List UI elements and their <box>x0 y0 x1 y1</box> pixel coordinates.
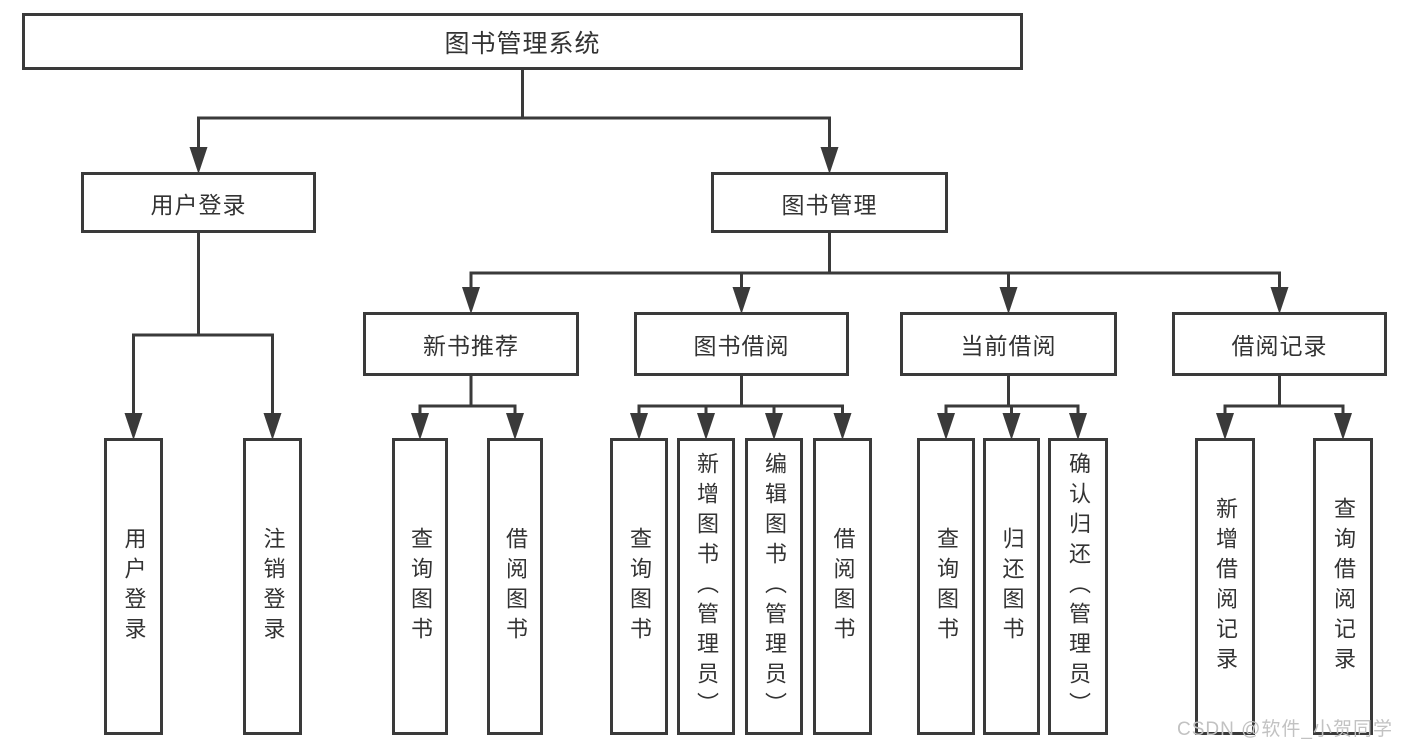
node-logout: 注销登录 <box>243 438 302 735</box>
arrowhead-down-icon <box>1270 287 1289 314</box>
node-borrow-books-borrowing: 借阅图书 <box>813 438 872 735</box>
arrowhead-down-icon <box>630 413 648 440</box>
node-label-query-books-recommend: 查询图书 <box>408 526 433 647</box>
arrowhead-down-icon <box>765 413 783 440</box>
arrowhead-down-icon <box>462 287 480 314</box>
arrowhead-down-icon <box>937 413 955 440</box>
node-label-borrowing-records: 借阅记录 <box>1231 333 1328 359</box>
node-label-query-borrow-record: 查询借阅记录 <box>1331 496 1356 677</box>
arrowhead-down-icon <box>411 413 429 440</box>
arrowhead-down-icon <box>1069 413 1087 440</box>
node-user-login: 用户登录 <box>81 172 316 233</box>
arrowhead-down-icon <box>1216 413 1234 440</box>
watermark: CSDN @软件_小贺同学 <box>1177 719 1393 740</box>
node-label-new-book-recommend: 新书推荐 <box>423 333 519 359</box>
node-label-edit-books-admin: 编辑图书（管理员） <box>762 451 787 722</box>
node-book-management-system: 图书管理系统 <box>22 13 1023 70</box>
node-query-borrow-record: 查询借阅记录 <box>1313 438 1373 735</box>
node-label-borrow-books-borrowing: 借阅图书 <box>830 526 856 647</box>
node-label-add-books-admin: 新增图书（管理员） <box>694 451 719 722</box>
node-new-book-recommend: 新书推荐 <box>363 312 579 376</box>
node-label-add-borrow-record: 新增借阅记录 <box>1213 496 1238 677</box>
node-book-borrowing: 图书借阅 <box>634 312 849 376</box>
node-query-books-recommend: 查询图书 <box>392 438 448 735</box>
node-label-current-borrowing: 当前借阅 <box>960 333 1057 359</box>
node-confirm-return-admin: 确认归还（管理员） <box>1048 438 1108 735</box>
arrowhead-down-icon <box>124 413 143 440</box>
node-query-books-current: 查询图书 <box>917 438 975 735</box>
node-label-borrow-books-recommend: 借阅图书 <box>503 526 528 647</box>
node-label-book-management-system: 图书管理系统 <box>444 29 601 58</box>
arrowhead-down-icon <box>999 287 1018 314</box>
node-label-query-books-borrowing: 查询图书 <box>627 526 652 647</box>
arrowhead-down-icon <box>1002 413 1021 440</box>
arrowhead-down-icon <box>732 287 751 314</box>
arrowhead-down-icon <box>1334 413 1352 440</box>
node-label-logout: 注销登录 <box>260 526 286 647</box>
arrowhead-down-icon <box>820 147 839 174</box>
node-label-book-borrowing: 图书借阅 <box>693 333 790 359</box>
arrowhead-down-icon <box>263 413 282 440</box>
arrowhead-down-icon <box>189 147 208 174</box>
arrowhead-down-icon <box>833 413 852 440</box>
node-return-books: 归还图书 <box>983 438 1040 735</box>
node-label-book-management: 图书管理 <box>781 191 878 218</box>
node-borrow-books-recommend: 借阅图书 <box>487 438 543 735</box>
arrowhead-down-icon <box>506 413 524 440</box>
node-user-login-leaf: 用户登录 <box>104 438 163 735</box>
node-label-query-books-current: 查询图书 <box>934 526 959 647</box>
node-borrowing-records: 借阅记录 <box>1172 312 1387 376</box>
node-add-books-admin: 新增图书（管理员） <box>677 438 735 735</box>
node-label-confirm-return-admin: 确认归还（管理员） <box>1066 451 1091 722</box>
node-label-return-books: 归还图书 <box>999 526 1025 647</box>
node-label-user-login-leaf: 用户登录 <box>121 526 147 647</box>
node-query-books-borrowing: 查询图书 <box>610 438 668 735</box>
node-edit-books-admin: 编辑图书（管理员） <box>745 438 803 735</box>
arrowhead-down-icon <box>697 413 715 440</box>
node-current-borrowing: 当前借阅 <box>900 312 1117 376</box>
node-book-management: 图书管理 <box>711 172 948 233</box>
node-label-user-login: 用户登录 <box>150 191 247 218</box>
node-add-borrow-record: 新增借阅记录 <box>1195 438 1255 735</box>
